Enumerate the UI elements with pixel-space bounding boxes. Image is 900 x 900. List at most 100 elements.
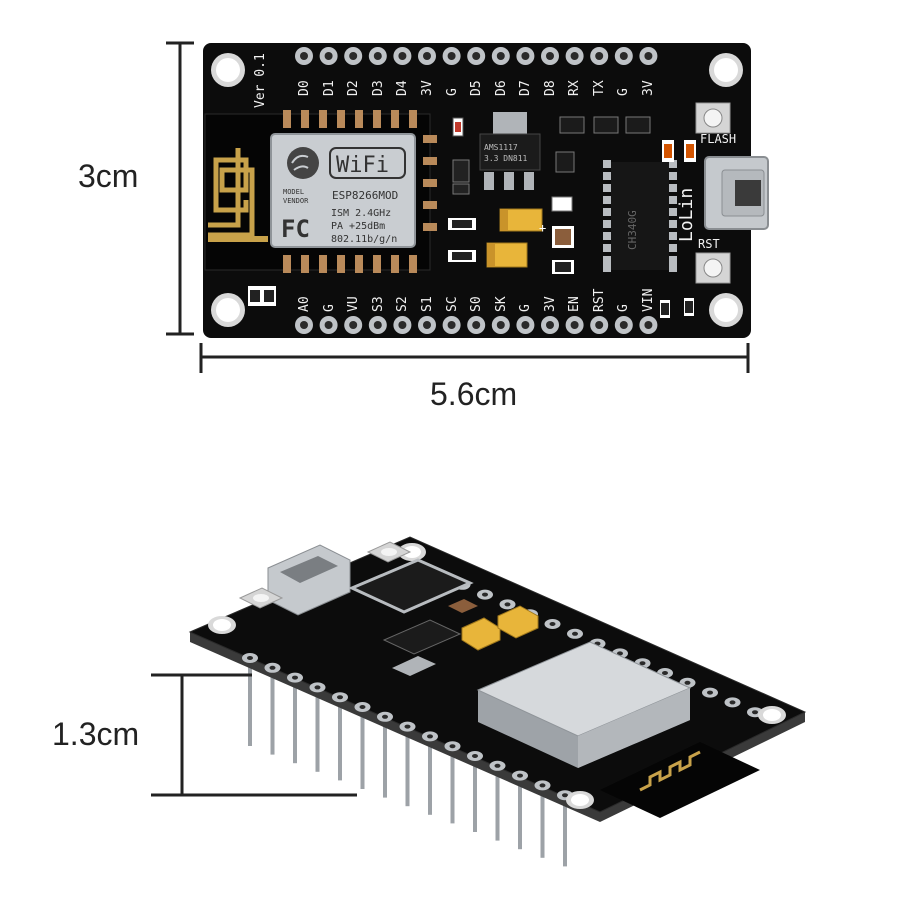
angled-hole-front-center: [359, 705, 366, 709]
pin-hole-top-center: [496, 52, 505, 60]
rst-label: RST: [698, 237, 720, 251]
angled-hole-front-center: [427, 734, 433, 739]
angled-antenna: [600, 742, 760, 818]
header-pin: [428, 744, 432, 815]
thickness-dimension-line: [151, 673, 357, 797]
pin-label-top: D1: [322, 80, 337, 96]
width-dimension-label: 5.6cm: [430, 376, 518, 412]
pin-hole-bottom-center: [300, 321, 308, 329]
angled-hole-front-center: [314, 685, 321, 690]
top-pin-holes: [295, 47, 658, 65]
angled-hole-back-center: [572, 631, 578, 636]
pin-label-bottom: VU: [346, 296, 361, 312]
angled-hole-front-center: [539, 783, 546, 788]
angled-hole-front-center: [472, 754, 478, 758]
angled-hole-back-center: [662, 671, 668, 675]
fc-mark: FC: [281, 215, 310, 243]
pin-label-top: D3: [371, 80, 386, 96]
header-pin: [495, 773, 500, 841]
pin-hole-bottom-center: [570, 321, 579, 329]
angled-hole-back-center: [752, 710, 758, 715]
tantalum-capacitors: +: [486, 208, 546, 268]
crystal: [552, 226, 574, 274]
pin-label-bottom: SK: [494, 296, 509, 312]
height-dimension-label: 3cm: [78, 158, 139, 194]
pin-label-bottom: VIN: [641, 289, 656, 312]
pin-hole-bottom-center: [398, 321, 407, 329]
pin-hole-top-center: [373, 52, 382, 60]
pin-hole-top-center: [300, 52, 308, 60]
board-top-view: Ver 0.1 D0 D1 D2 D3 D4 3V G D5 D6 D7 D8 …: [166, 41, 769, 373]
pin-label-top: D2: [346, 80, 361, 96]
angled-tantalum-caps: [448, 599, 539, 651]
angled-hole-back-center: [482, 592, 488, 597]
header-pin: [383, 724, 387, 798]
pin-hole-top-center: [398, 52, 407, 60]
pin-hole-top-center: [595, 52, 604, 60]
pin-label-bottom: G: [322, 304, 337, 312]
pin-label-bottom: RST: [592, 288, 607, 312]
angled-hole-front-center: [247, 656, 253, 660]
pin-hole-bottom-center: [423, 321, 431, 329]
header-pin: [338, 705, 342, 781]
angled-hole-back-center: [617, 651, 623, 656]
angled-mounting-holes: [208, 543, 786, 809]
pin-hole-top-center: [423, 52, 431, 60]
pin-hole-top-center: [324, 52, 333, 60]
pin-hole-top-center: [570, 52, 579, 60]
pin-label-top: G: [616, 88, 631, 96]
pin-label-top: G: [445, 88, 460, 96]
board-angled-view: [151, 536, 807, 867]
header-pins: [248, 666, 567, 867]
resistors-bottom: [248, 286, 694, 318]
width-dimension-line: [199, 343, 750, 373]
pin-label-top: D0: [297, 80, 312, 96]
pin-hole-bottom-center: [521, 321, 530, 329]
pin-label-bottom: S3: [371, 296, 386, 312]
angled-hole-back-center: [639, 661, 646, 666]
pin-label-bottom: EN: [567, 296, 582, 312]
pin-label-bottom: G: [616, 304, 631, 312]
angled-hole-front-center: [494, 763, 501, 768]
angled-hole-front-center: [404, 724, 411, 729]
pin-label-top: D4: [395, 80, 410, 96]
pin-hole-bottom-center: [619, 321, 628, 329]
header-pin: [540, 793, 545, 858]
angled-hole-front-center: [382, 714, 388, 719]
angled-hole-back-center: [504, 602, 511, 607]
thickness-dimension-label: 1.3cm: [52, 716, 140, 752]
pin-label-top: TX: [592, 80, 607, 96]
uart-chip-text: CH340G: [626, 210, 639, 250]
bottom-pin-labels: A0 G VU S3 S2 S1 SC S0 SK G 3V EN RST G …: [297, 288, 656, 312]
top-pin-labels: D0 D1 D2 D3 D4 3V G D5 D6 D7 D8 RX TX G …: [297, 80, 656, 96]
pin-label-top: D7: [518, 80, 533, 96]
leds: [662, 140, 696, 162]
angled-hole-back-center: [684, 680, 691, 685]
pin-label-bottom: 3V: [543, 296, 558, 312]
header-pin: [405, 734, 410, 807]
angled-regulator: [382, 619, 462, 676]
svg-text:+: +: [539, 221, 546, 235]
pin-hole-bottom-center: [496, 321, 505, 329]
angled-hole-front-center: [517, 773, 523, 778]
regulator-text: AMS1117: [484, 143, 518, 152]
header-pin: [360, 715, 365, 789]
module-spec-line: 802.11b/g/n: [331, 234, 397, 245]
module-model-name: ESP8266MOD: [332, 189, 398, 202]
pin-hole-bottom-center: [447, 321, 456, 329]
bottom-pin-holes: [295, 316, 658, 334]
esp8266-module: WiFi MODEL VENDOR ESP8266MOD FC ISM 2.4G…: [204, 110, 437, 273]
pin-label-top: 3V: [420, 80, 435, 96]
rst-button: [695, 252, 731, 284]
mounting-holes: [211, 53, 743, 327]
header-pin: [518, 783, 522, 850]
height-dimension-line: [166, 41, 194, 336]
angled-hole-back-center: [729, 700, 736, 705]
pin-label-top: D8: [543, 80, 558, 96]
module-spec-line: ISM 2.4GHz: [331, 208, 391, 219]
wifi-text: WiFi: [336, 153, 389, 178]
pin-label-bottom: G: [518, 304, 533, 312]
version-label: Ver 0.1: [253, 53, 268, 108]
pin-hole-top-center: [619, 52, 628, 60]
angled-hole-front-center: [337, 695, 343, 700]
